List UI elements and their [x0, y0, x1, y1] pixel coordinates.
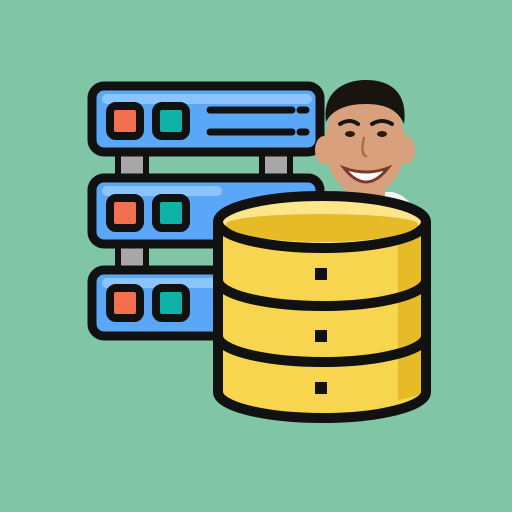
database-indicator-icon — [315, 382, 327, 394]
status-led-icon — [152, 194, 190, 232]
database-body — [218, 222, 426, 418]
status-led-icon — [106, 194, 144, 232]
person-hair — [325, 80, 405, 124]
database-indicator-icon — [315, 330, 327, 342]
database-tier-line — [213, 279, 431, 311]
database-tier-line — [213, 335, 431, 367]
status-led-icon — [152, 284, 190, 322]
status-led-icon — [106, 102, 144, 140]
server-unit — [87, 81, 325, 157]
database-indicator-icon — [315, 268, 327, 280]
person-smile — [339, 164, 393, 184]
status-led-icon — [152, 102, 190, 140]
database-icon — [213, 191, 431, 423]
server-rack-icon — [87, 81, 325, 341]
status-led-icon — [106, 284, 144, 322]
